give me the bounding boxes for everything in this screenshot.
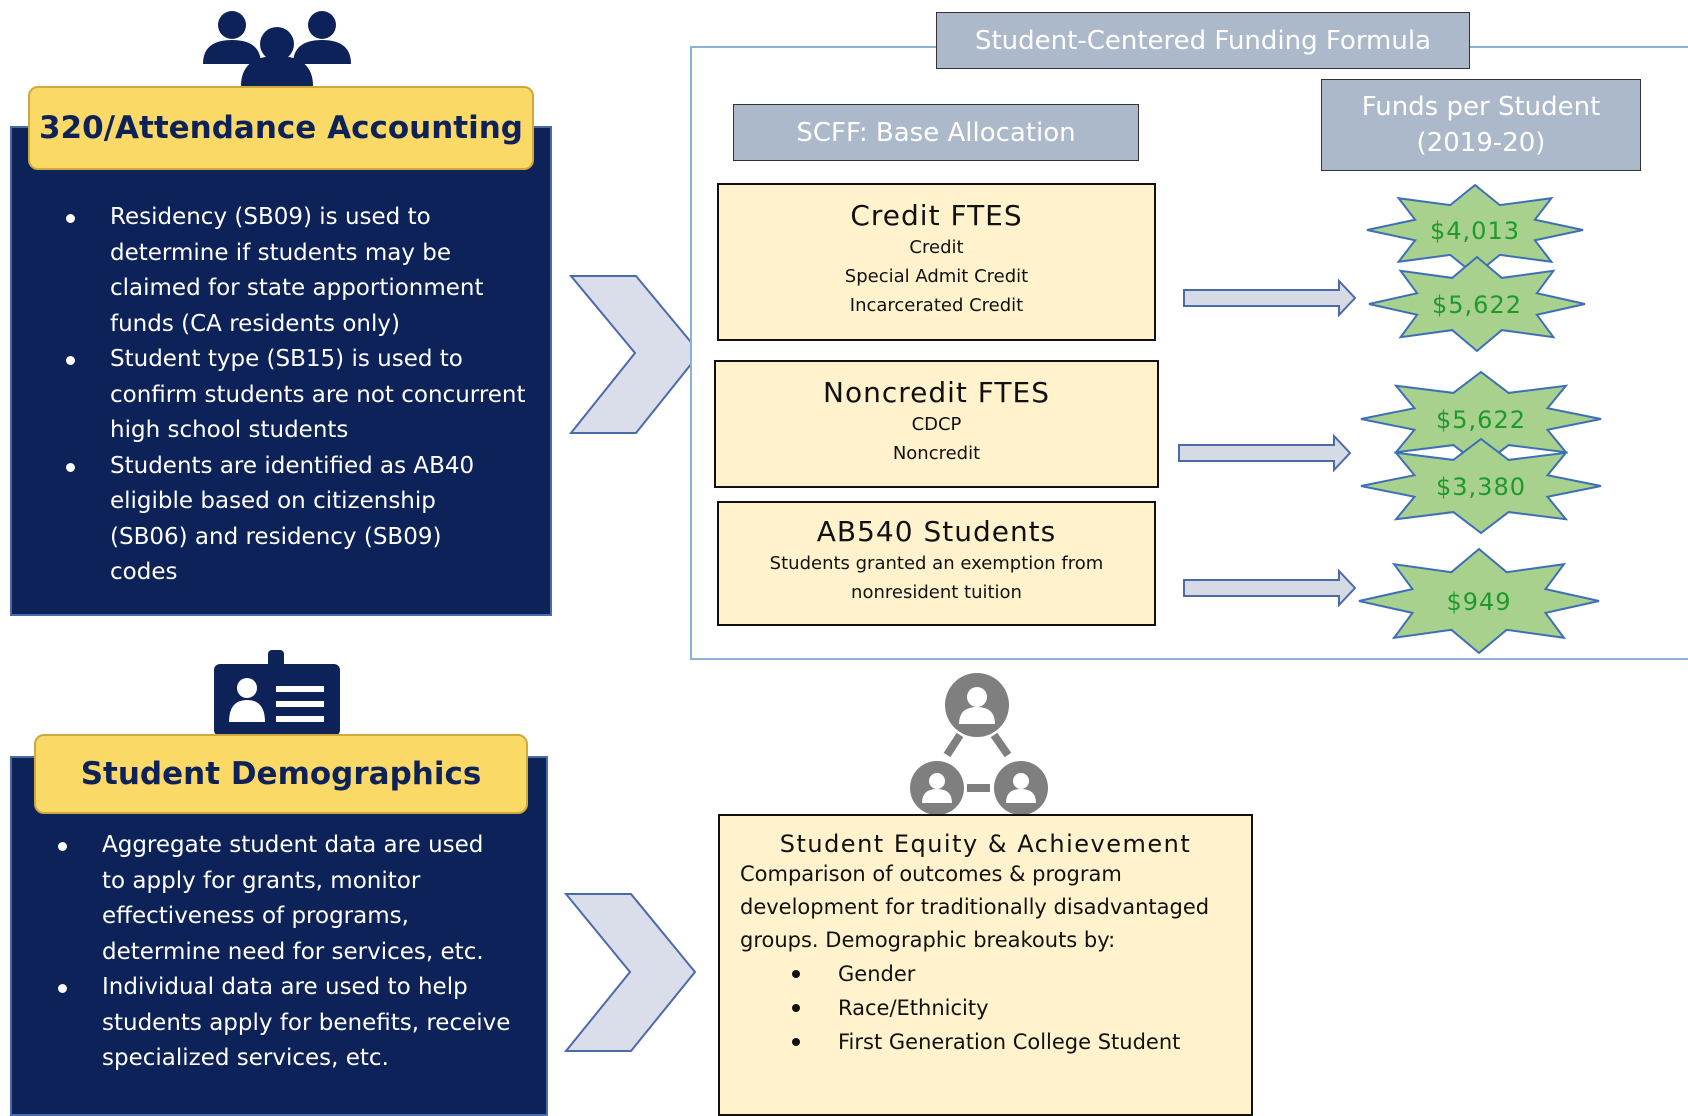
funds-per-student-label: Funds per Student (2019-20) — [1321, 79, 1641, 171]
equity-bullet: Race/Ethnicity — [720, 991, 1251, 1025]
attendance-bullet: Residency (SB09) is used to determine if… — [12, 200, 530, 342]
attendance-bullet: Student type (SB15) is used to confirm s… — [12, 342, 530, 449]
attendance-title: 320/Attendance Accounting — [28, 86, 534, 170]
formula-title-text: Student-Centered Funding Formula — [974, 25, 1432, 56]
equity-bullet-list: Gender Race/Ethnicity First Generation C… — [720, 957, 1251, 1059]
ab540-box: AB540 Students Students granted an exemp… — [717, 501, 1156, 626]
credit-ftes-title: Credit FTES — [850, 199, 1023, 232]
ab540-line: Students granted an exemption from — [769, 553, 1104, 574]
demographics-bullet: Individual data are used to help student… — [12, 970, 512, 1077]
id-badge-icon — [214, 650, 340, 736]
chevron-arrow-bottom — [563, 893, 697, 1052]
demographics-title: Student Demographics — [34, 734, 528, 814]
equity-title: Student Equity & Achievement — [779, 830, 1192, 858]
funds-per-student-line2: (2019-20) — [1416, 128, 1546, 158]
equity-bullet: Gender — [720, 957, 1251, 991]
noncredit-ftes-box: Noncredit FTES CDCP Noncredit — [714, 360, 1159, 488]
attendance-panel: Residency (SB09) is used to determine if… — [10, 126, 552, 616]
demographics-bullet: Aggregate student data are used to apply… — [12, 828, 512, 970]
demographics-bullet-list: Aggregate student data are used to apply… — [12, 828, 546, 1077]
equity-bullet: First Generation College Student — [720, 1025, 1251, 1059]
noncredit-ftes-line: CDCP — [911, 414, 962, 435]
demographics-panel: Aggregate student data are used to apply… — [10, 756, 548, 1116]
noncredit-ftes-title: Noncredit FTES — [823, 376, 1050, 409]
formula-title: Student-Centered Funding Formula — [936, 12, 1470, 69]
credit-ftes-line: Special Admit Credit — [844, 266, 1029, 287]
funds-per-student-line1: Funds per Student — [1361, 92, 1601, 122]
base-allocation-text: SCFF: Base Allocation — [796, 117, 1076, 148]
equity-box: Student Equity & Achievement Comparison … — [718, 814, 1253, 1116]
attendance-bullet-list: Residency (SB09) is used to determine if… — [12, 200, 550, 591]
ab540-line: nonresident tuition — [851, 582, 1022, 603]
noncredit-ftes-line: Noncredit — [892, 443, 981, 464]
equity-description: Comparison of outcomes & program develop… — [740, 862, 1210, 952]
credit-ftes-line: Credit — [909, 237, 964, 258]
credit-ftes-box: Credit FTES Credit Special Admit Credit … — [717, 183, 1156, 341]
credit-ftes-line: Incarcerated Credit — [849, 295, 1024, 316]
chevron-arrow-top — [568, 275, 702, 434]
base-allocation-label: SCFF: Base Allocation — [733, 104, 1139, 161]
network-people-icon — [910, 673, 1048, 815]
attendance-bullet: Students are identified as AB40 eligible… — [12, 449, 490, 591]
people-group-icon — [203, 11, 351, 86]
ab540-title: AB540 Students — [816, 515, 1057, 548]
